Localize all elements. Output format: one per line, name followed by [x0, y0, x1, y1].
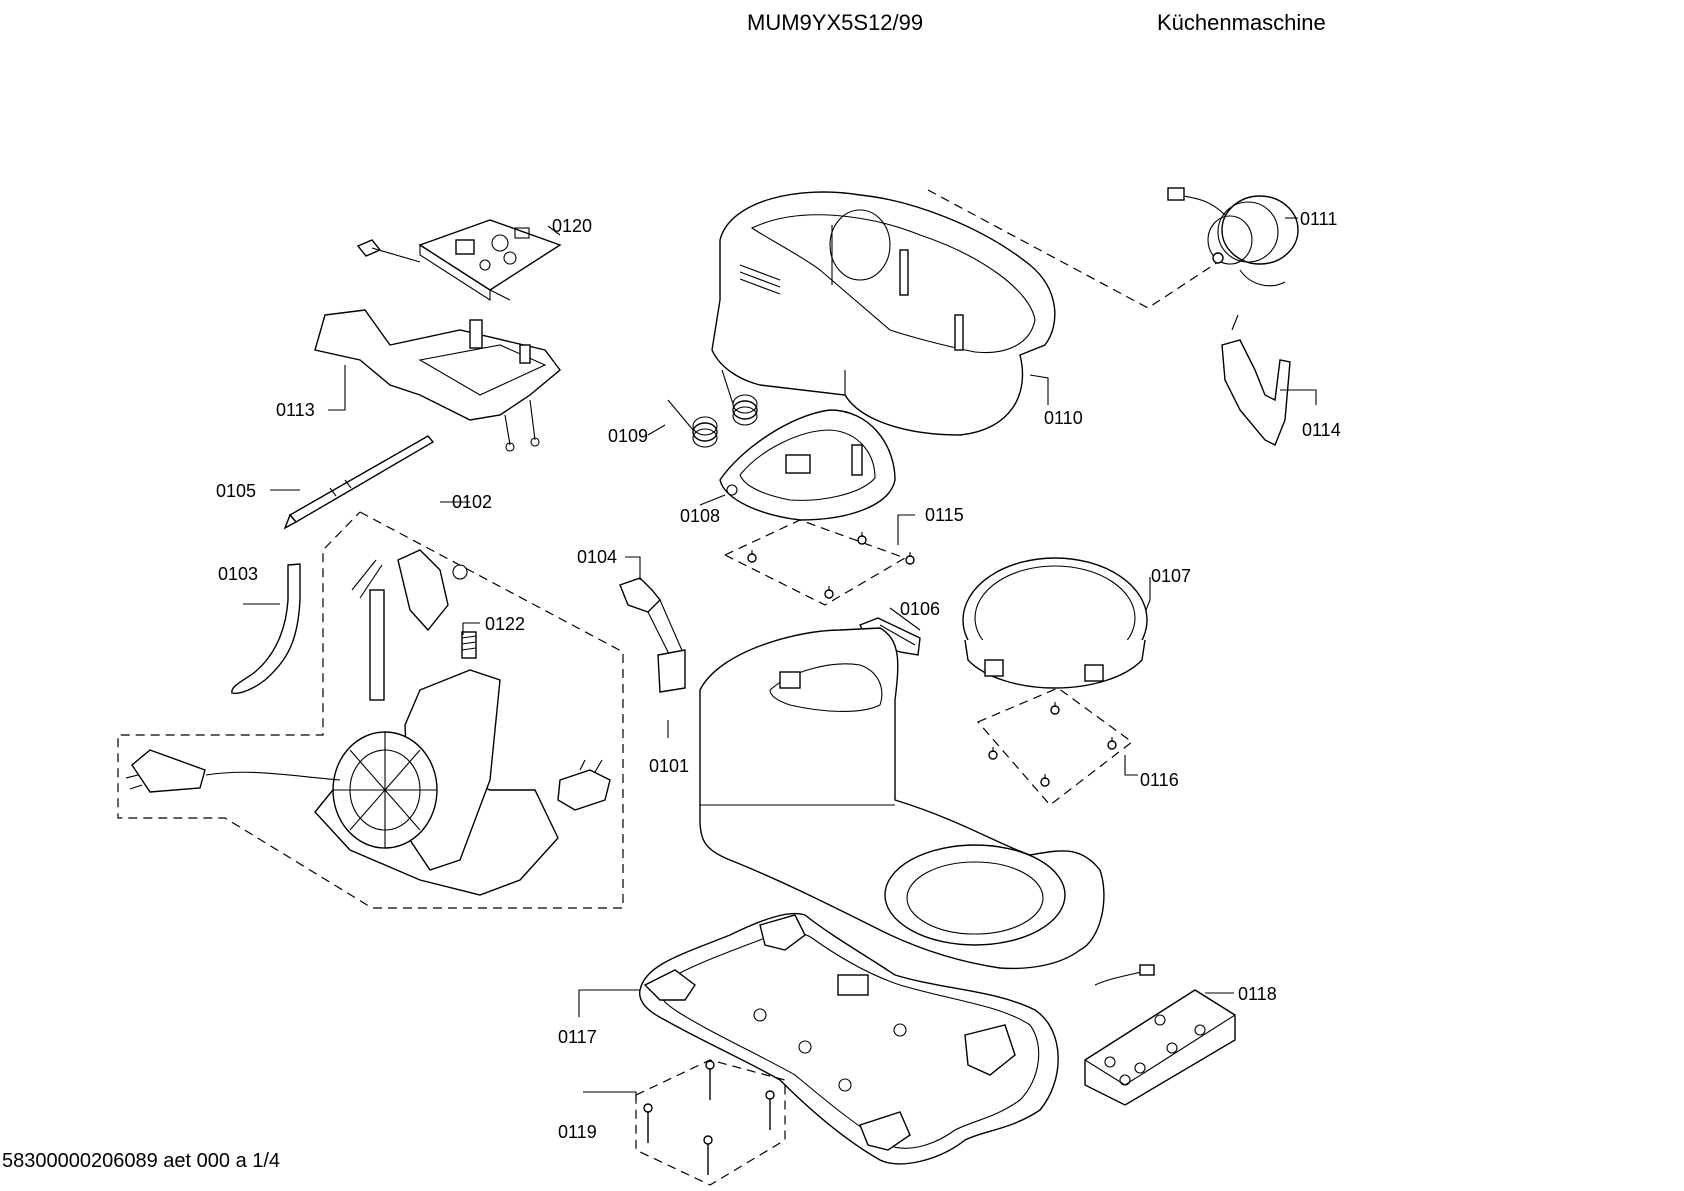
part-0120-circuit-board[interactable] — [356, 219, 562, 302]
label-0106: 0106 — [900, 599, 940, 619]
label-0114: 0114 — [1302, 420, 1341, 440]
label-0119: 0119 — [558, 1122, 597, 1142]
label-0104: 0104 — [577, 547, 617, 567]
part-0105-shaft[interactable] — [283, 435, 435, 530]
label-0110: 0110 — [1044, 408, 1083, 428]
document-id: 58300000206089 aet 000 a 1/4 — [2, 1150, 281, 1172]
label-0122: 0122 — [485, 614, 525, 634]
part-0122-spring[interactable] — [461, 631, 477, 659]
part-0114-motor-bracket[interactable] — [1221, 314, 1291, 446]
label-0113: 0113 — [276, 400, 315, 420]
part-0111-motor[interactable] — [1167, 187, 1299, 287]
part-0110-top-housing[interactable] — [711, 191, 1056, 436]
part-0113-housing-frame[interactable] — [314, 309, 561, 452]
part-0117-bottom-plate[interactable] — [638, 912, 1059, 1165]
label-0111: 0111 — [1300, 209, 1337, 229]
label-0109: 0109 — [608, 426, 648, 446]
part-0108-gear-housing[interactable] — [719, 409, 896, 521]
part-0101-base-housing[interactable] — [699, 627, 1105, 970]
part-0103-strap[interactable] — [231, 563, 301, 695]
label-0105: 0105 — [216, 481, 256, 501]
label-0115: 0115 — [925, 505, 964, 525]
part-0118-control-panel[interactable] — [1083, 964, 1237, 1106]
label-0116: 0116 — [1140, 770, 1179, 790]
model-number: MUM9YX5S12/99 — [747, 10, 924, 35]
diagram-title: Küchenmaschine — [1157, 10, 1326, 35]
label-0107: 0107 — [1151, 566, 1191, 586]
label-0120: 0120 — [552, 216, 592, 236]
part-0102-motor-assembly[interactable] — [125, 549, 611, 896]
label-0118: 0118 — [1238, 984, 1277, 1004]
part-0119-long-screws[interactable] — [643, 1060, 775, 1175]
part-0104-bracket[interactable] — [619, 577, 686, 693]
part-0109-torsion-springs[interactable] — [667, 369, 758, 448]
label-0108: 0108 — [680, 506, 720, 526]
part-0115-screws[interactable] — [747, 532, 915, 599]
part-0116-screws[interactable] — [988, 702, 1117, 787]
label-0101: 0101 — [649, 756, 689, 776]
part-0107-ring[interactable] — [962, 557, 1148, 689]
label-0117: 0117 — [558, 1027, 597, 1047]
label-0102: 0102 — [452, 492, 492, 512]
label-0103: 0103 — [218, 564, 258, 584]
